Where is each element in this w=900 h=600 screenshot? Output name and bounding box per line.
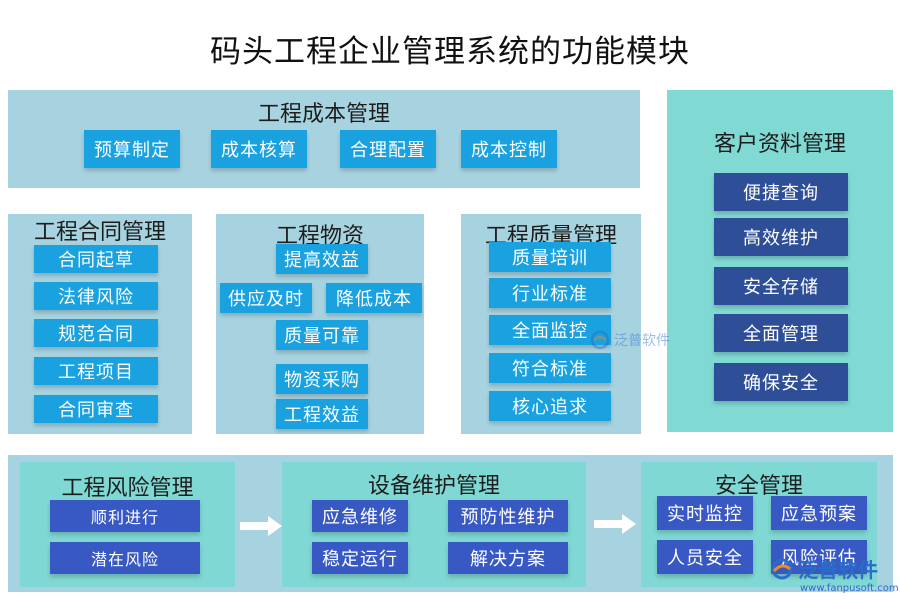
flow-arrow-icon <box>594 514 636 534</box>
quality-management-panel: 工程质量管理 质量培训 行业标准 全面监控 符合标准 核心追求 <box>461 214 641 434</box>
cost-item-budget: 预算制定 <box>84 130 180 168</box>
customer-item-storage: 安全存储 <box>714 267 848 305</box>
customer-data-title: 客户资料管理 <box>713 132 846 157</box>
customer-item-maintain: 高效维护 <box>714 218 848 256</box>
quality-item-training: 质量培训 <box>489 242 611 272</box>
safety-management-panel: 安全管理 实时监控 应急预案 人员安全 风险评估 <box>641 462 877 587</box>
brand-url: www.fanpusoft.com <box>800 583 899 594</box>
material-item-procurement: 物资采购 <box>276 364 368 394</box>
safety-item-risk-assessment: 风险评估 <box>771 540 867 574</box>
flow-arrow-icon <box>240 516 282 536</box>
material-item-efficiency: 提高效益 <box>276 244 368 274</box>
risk-management-title: 工程风险管理 <box>61 476 194 501</box>
equipment-item-stable: 稳定运行 <box>312 542 408 574</box>
contract-item-draft: 合同起草 <box>34 245 158 273</box>
material-item-reliable-quality: 质量可靠 <box>276 320 368 350</box>
cost-management-title: 工程成本管理 <box>257 102 390 127</box>
center-watermark: 泛普软件 <box>590 330 670 350</box>
safety-item-realtime-monitor: 实时监控 <box>657 496 753 530</box>
contract-management-title: 工程合同管理 <box>33 220 166 245</box>
customer-item-query: 便捷查询 <box>714 173 848 211</box>
corner-watermark: 泛普软件 www.fanpusoft.com <box>770 554 899 594</box>
material-item-timely-supply: 供应及时 <box>220 283 312 313</box>
contract-item-standard: 规范合同 <box>34 319 158 347</box>
diagram-title: 码头工程企业管理系统的功能模块 <box>210 34 690 70</box>
equipment-item-emergency-repair: 应急维修 <box>312 500 408 532</box>
customer-data-panel: 客户资料管理 便捷查询 高效维护 安全存储 全面管理 确保安全 <box>667 90 893 432</box>
brand-name: 泛普软件 <box>798 558 878 582</box>
contract-item-review: 合同审查 <box>34 395 158 423</box>
safety-item-personnel: 人员安全 <box>657 540 753 574</box>
equipment-item-solution: 解决方案 <box>448 542 568 574</box>
risk-item-smooth: 顺利进行 <box>50 500 200 532</box>
quality-item-core-pursuit: 核心追求 <box>489 391 611 421</box>
safety-management-title: 安全管理 <box>714 474 803 499</box>
watermark-logo-icon <box>590 330 610 350</box>
contract-management-panel: 工程合同管理 合同起草 法律风险 规范合同 工程项目 合同审查 <box>8 214 192 434</box>
cost-item-control: 成本控制 <box>461 130 557 168</box>
material-item-cost-reduction: 降低成本 <box>326 283 422 313</box>
cost-item-accounting: 成本核算 <box>211 130 307 168</box>
quality-item-industry-standard: 行业标准 <box>489 278 611 308</box>
equipment-maintenance-title: 设备维护管理 <box>367 474 500 499</box>
cost-management-panel: 工程成本管理 预算制定 成本核算 合理配置 成本控制 <box>8 90 640 188</box>
equipment-maintenance-panel: 设备维护管理 应急维修 预防性维护 稳定运行 解决方案 <box>282 462 586 587</box>
customer-item-secure: 确保安全 <box>714 363 848 401</box>
material-item-project-benefit: 工程效益 <box>276 399 368 429</box>
cost-item-allocation: 合理配置 <box>340 130 436 168</box>
contract-item-project: 工程项目 <box>34 357 158 385</box>
quality-item-monitoring: 全面监控 <box>489 315 611 345</box>
watermark-text: 泛普软件 <box>614 333 670 349</box>
equipment-item-preventive: 预防性维护 <box>448 500 568 532</box>
customer-item-manage: 全面管理 <box>714 314 848 352</box>
brand-logo-icon <box>771 558 793 579</box>
risk-item-potential: 潜在风险 <box>50 542 200 574</box>
quality-item-compliance: 符合标准 <box>489 353 611 383</box>
material-panel: 工程物资 提高效益 供应及时 降低成本 质量可靠 物资采购 工程效益 <box>216 214 424 434</box>
risk-management-panel: 工程风险管理 顺利进行 潜在风险 <box>20 462 235 587</box>
safety-item-emergency-plan: 应急预案 <box>771 496 867 530</box>
contract-item-legal-risk: 法律风险 <box>34 282 158 310</box>
